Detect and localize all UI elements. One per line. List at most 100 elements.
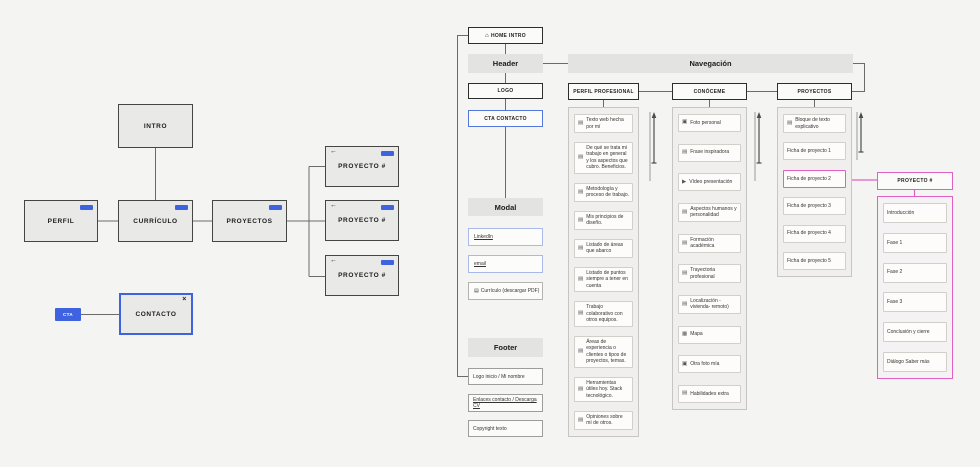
modal-link-linkedin[interactable]: LinkedIn [468, 228, 543, 246]
node-curriculo[interactable]: CURRÍCULO [118, 200, 193, 242]
text-icon: ▤ [578, 347, 584, 354]
modal-curriculo-pdf-label: Currículo (descargar PDF) [480, 288, 540, 294]
column-card[interactable]: ▶Vídeo presentación [678, 173, 741, 192]
node-proyecto-detail[interactable]: PROYECTO # [877, 172, 953, 190]
node-cta-contacto-label: CTA CONTACTO [484, 115, 527, 122]
section-header[interactable]: Header [468, 54, 543, 73]
card-label: Herramientas útiles hoy. Stack tecnológi… [586, 379, 623, 399]
section-modal[interactable]: Modal [468, 198, 543, 216]
map-icon: ▦ [682, 331, 688, 338]
column-card[interactable]: Ficha de proyecto 3 [783, 197, 846, 216]
footer-links-item[interactable]: Enlaces contacto / Descarga CV [468, 394, 543, 412]
column-card[interactable]: ▤De qué se trata mi trabajo en general y… [574, 141, 633, 174]
column-card[interactable]: Ficha de proyecto 5 [783, 251, 846, 270]
section-footer-label: Footer [493, 343, 518, 352]
column-card[interactable]: ▤Aspectos humanos y personalidad [678, 202, 741, 222]
column-card[interactable]: ▤Localización -vivienda- remoto) [678, 294, 741, 314]
text-icon: ▤ [578, 310, 584, 317]
column-card[interactable]: Ficha de proyecto 2 [783, 169, 846, 188]
column-card[interactable]: ▤Áreas de experiencia o clientes o tipos… [574, 335, 633, 368]
column-card[interactable]: ▤Trabajo colaborativo con otros equipos. [574, 301, 633, 327]
card-label: Vídeo presentación [689, 179, 733, 186]
nav-perfil-profesional[interactable]: PERFIL PROFESIONAL [568, 83, 639, 100]
cta-button[interactable]: CTA [55, 308, 81, 321]
column-card[interactable]: ▤Listado de puntos siempre a tener en cu… [574, 266, 633, 293]
footer-logo-item-label: Logo inicio / Mi nombre [473, 373, 525, 380]
section-navegacion-label: Navegación [689, 59, 732, 68]
image-icon: ▣ [682, 119, 688, 126]
nav-conoceme[interactable]: CONÓCEME [672, 83, 747, 100]
node-perfil[interactable]: PERFIL [24, 200, 98, 242]
column-card[interactable]: Ficha de proyecto 1 [783, 142, 846, 161]
column-card[interactable]: Ficha de proyecto 4 [783, 224, 846, 243]
card-label: Fase 1 [887, 239, 903, 246]
modal-link-email[interactable]: email [468, 255, 543, 273]
project-phase-card[interactable]: Conclusión y cierre [883, 322, 947, 343]
node-contacto[interactable]: × CONTACTO [119, 293, 193, 335]
section-header-label: Header [492, 59, 519, 68]
text-icon: ▤ [578, 119, 584, 126]
column-card[interactable]: ▤Formación académica [678, 233, 741, 253]
column-card[interactable]: ▤Texto web hecha por mí [574, 114, 633, 133]
column-card[interactable]: ▤Bloque de texto explicativo [783, 114, 846, 133]
project-phase-card[interactable]: Fase 1 [883, 232, 947, 253]
scroll-indicator-col3 [856, 112, 864, 160]
nav-chip [381, 260, 394, 265]
column-card[interactable]: ▤Metodología y proceso de trabajo. [574, 182, 633, 202]
node-logo[interactable]: LOGO [468, 83, 543, 99]
project-phase-card[interactable]: Fase 2 [883, 262, 947, 283]
nav-chip [175, 205, 188, 210]
section-navegacion[interactable]: Navegación [568, 54, 853, 73]
document-icon: ▤ [474, 288, 479, 294]
node-cta-contacto[interactable]: CTA CONTACTO [468, 110, 543, 127]
footer-logo-item[interactable]: Logo inicio / Mi nombre [468, 368, 543, 385]
column-card[interactable]: ▤Opiniones sobre mí de otros. [574, 410, 633, 430]
node-home-intro[interactable]: ⌂ HOME INTRO [468, 27, 543, 44]
back-arrow-icon: ← [330, 202, 338, 209]
card-label: Bloque de texto explicativo [795, 117, 830, 130]
column-card[interactable]: ▤Listado de áreas que abarco [574, 238, 633, 258]
node-proyecto-3[interactable]: ← PROYECTO # [325, 255, 399, 296]
project-phase-card[interactable]: Introducción [883, 203, 947, 223]
text-icon: ▤ [578, 154, 584, 161]
modal-link-email-label: email [474, 261, 486, 267]
column-card[interactable]: ▤Herramientas útiles hoy. Stack tecnológ… [574, 376, 633, 402]
column-card[interactable]: ▤Mis principios de diseño. [574, 210, 633, 230]
node-logo-label: LOGO [497, 88, 514, 94]
card-label: Trayectoria profesional [690, 267, 716, 280]
card-label: Foto personal [690, 119, 721, 126]
column-conoceme: ▣Foto personal▤Frase inspiradora▶Vídeo p… [672, 107, 747, 410]
home-icon: ⌂ [485, 32, 489, 39]
column-card[interactable]: ▣Foto personal [678, 114, 741, 132]
column-card[interactable]: ▤Frase inspiradora [678, 143, 741, 162]
nav-chip [269, 205, 282, 210]
text-icon: ▤ [682, 208, 688, 215]
section-footer[interactable]: Footer [468, 338, 543, 357]
project-phase-card[interactable]: Diálogo Saber más [883, 351, 947, 372]
column-card[interactable]: ▤Trayectoria profesional [678, 264, 741, 284]
footer-copyright-item[interactable]: Copyright texto [468, 420, 543, 437]
card-label: Otra foto mía [690, 361, 720, 367]
text-icon: ▤ [682, 239, 688, 246]
project-phase-card[interactable]: Fase 3 [883, 292, 947, 313]
node-curriculo-label: CURRÍCULO [133, 217, 178, 225]
card-label: Frase inspiradora [690, 149, 730, 156]
node-proyecto-2[interactable]: ← PROYECTO # [325, 200, 399, 241]
nav-conoceme-label: CONÓCEME [693, 88, 726, 95]
card-label: Ficha de proyecto 1 [787, 148, 831, 155]
modal-curriculo-pdf[interactable]: ▤ Currículo (descargar PDF) [468, 282, 543, 300]
node-proyecto-1[interactable]: ← PROYECTO # [325, 146, 399, 187]
nav-proyectos[interactable]: PROYECTOS [777, 83, 852, 100]
nav-chip [381, 205, 394, 210]
column-card[interactable]: ▣Otra foto mía [678, 355, 741, 374]
card-label: Mapa [690, 331, 703, 338]
card-label: Mis principios de diseño. [586, 213, 624, 227]
node-proyectos[interactable]: PROYECTOS [212, 200, 287, 242]
node-intro[interactable]: INTRO [118, 104, 193, 148]
card-label: Texto web hecha por mí [586, 117, 624, 130]
column-card[interactable]: ▤Habilidades extra [678, 384, 741, 403]
text-icon: ▤ [578, 188, 584, 195]
column-card[interactable]: ▦Mapa [678, 325, 741, 344]
